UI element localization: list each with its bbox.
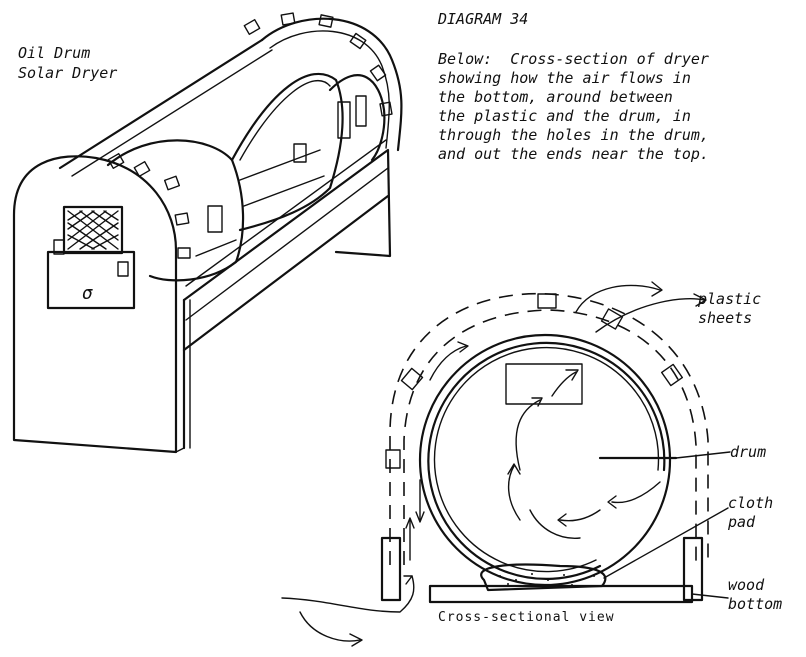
plastic-sheet-inner [403,309,697,565]
diagram-heading: DIAGRAM 34 [438,10,529,28]
wood-bottom-leader [691,593,729,599]
drying-rack [505,363,583,405]
label-bottom: bottom [728,595,783,613]
base-rail-top [185,139,387,287]
top-ridge [58,38,264,170]
base-rail-front [182,194,390,352]
label-sheets: sheets [698,309,753,327]
base-rail-back [182,148,392,302]
cloth-pad [480,563,607,592]
label-wood: wood [728,576,765,594]
title-line-1: Oil Drum [18,44,91,62]
label-pad: pad [728,513,756,531]
end-door [46,250,136,310]
drum-segments [106,72,386,282]
airflow-arrows [281,281,707,647]
title-line-2: Solar Dryer [18,64,118,82]
cloth-pad-leader [603,507,729,579]
description-line-5: through the holes in the drum, [438,126,709,144]
support-blocks [107,12,393,259]
top-ridge-inner [71,49,273,177]
description-line-3: the bottom, around between [438,88,673,106]
cross-section-caption: Cross-sectional view [438,610,615,625]
description-line-1: Below: Cross-section of dryer [438,50,709,68]
rear-arch [260,17,403,152]
description-line-6: and out the ends near the top. [438,145,709,163]
mesh-pattern [67,210,119,250]
cross-section [281,281,731,647]
drum-leader [675,451,731,459]
spacer-blocks [385,293,684,469]
left-upright [380,536,402,602]
door-mark: σ [82,283,93,304]
label-plastic: plastic [698,290,762,308]
drum-circle [418,333,672,587]
description-line-2: showing how the air flows in [438,69,691,87]
label-cloth: cloth [728,494,774,512]
front-end-panel [12,155,178,454]
label-drum: drum [730,443,767,461]
drum-inner-wall [427,341,666,580]
description-line-4: the plastic and the drum, in [438,107,691,125]
cloth-pad-texture [499,573,595,586]
dryer-perspective [12,12,403,454]
